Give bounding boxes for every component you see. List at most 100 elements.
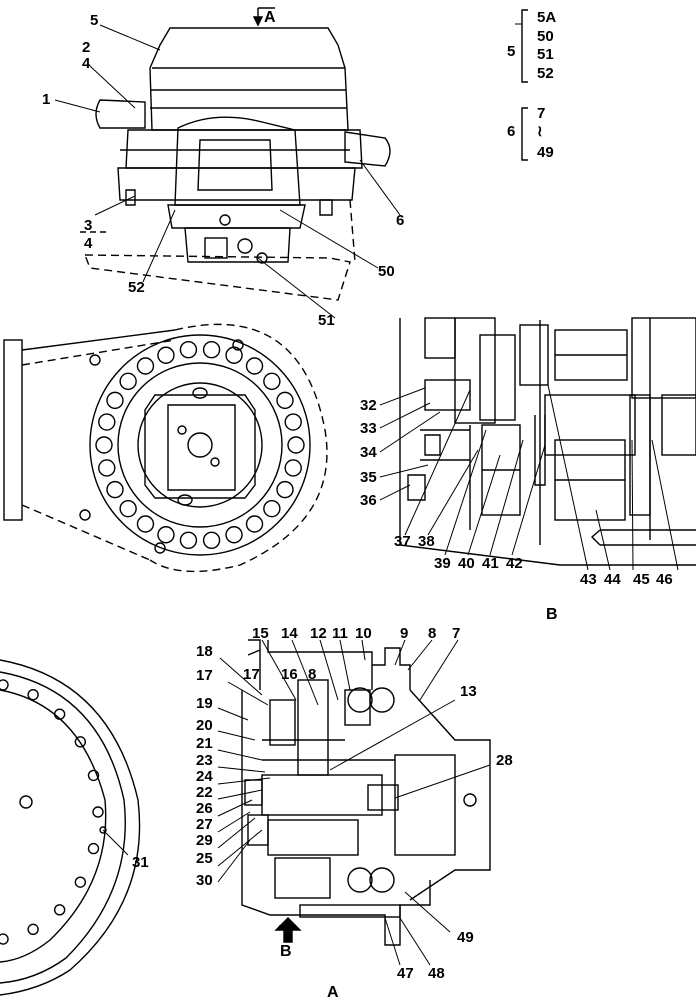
callout: 49 <box>457 929 474 946</box>
callout: 44 <box>604 571 621 588</box>
legend-group6-sep: ≀ <box>537 123 543 140</box>
callout: 39 <box>434 555 451 572</box>
callout: 51 <box>318 312 335 329</box>
callout: 41 <box>482 555 499 572</box>
callout: 40 <box>458 555 475 572</box>
callout: 8 <box>308 666 317 683</box>
bolt-icon <box>136 515 155 533</box>
bolt-icon <box>74 736 87 748</box>
view-a-marker: A <box>264 9 276 26</box>
leader-lines-top <box>54 23 522 319</box>
sprocket-bolt-circle <box>95 340 305 550</box>
callout: 38 <box>418 533 435 550</box>
callout: 50 <box>378 263 395 280</box>
callout: 24 <box>196 768 213 785</box>
bolt-icon <box>287 436 305 454</box>
legend-group6-to: 49 <box>537 144 554 161</box>
callout: 18 <box>196 643 213 660</box>
callout: 20 <box>196 717 213 734</box>
section-view-b <box>399 317 696 566</box>
legend-group6-number: 6 <box>507 123 516 140</box>
callout: 25 <box>196 850 213 867</box>
callout: 46 <box>656 571 673 588</box>
callout: 34 <box>360 444 377 461</box>
view-b-label: B <box>546 606 558 623</box>
callout: 23 <box>196 752 213 769</box>
legend-group5-number: 5 <box>507 43 516 60</box>
callout: 21 <box>196 735 213 752</box>
legend-group5-item: 5A <box>537 9 557 26</box>
bolt-icon <box>119 499 137 518</box>
callout: 7 <box>452 625 461 642</box>
bolt-icon <box>87 842 100 855</box>
bolt-icon <box>119 372 137 391</box>
callout: 30 <box>196 872 213 889</box>
callout: 2 <box>82 39 91 56</box>
callout: 22 <box>196 784 213 801</box>
callout: 13 <box>460 683 477 700</box>
callout: 29 <box>196 832 213 849</box>
callout: 8 <box>428 625 437 642</box>
leader-lines-b <box>379 384 679 571</box>
bolt-icon <box>179 531 198 550</box>
bolt-icon <box>263 372 281 391</box>
callout: 1 <box>42 91 51 108</box>
bolt-icon <box>53 708 66 720</box>
bolt-icon <box>95 436 113 454</box>
callout: 28 <box>496 752 513 769</box>
callout: 27 <box>196 816 213 833</box>
callout: 42 <box>506 555 523 572</box>
bolt-icon <box>284 413 302 431</box>
legend-group5-item: 51 <box>537 46 554 63</box>
callout: 17 <box>196 667 213 684</box>
bolt-icon <box>53 904 66 916</box>
callout: 43 <box>580 571 597 588</box>
bolt-icon <box>98 413 116 431</box>
view-a-label: A <box>327 984 339 1000</box>
legend-group5-item: 52 <box>537 65 554 82</box>
callout: 48 <box>428 965 445 982</box>
bolt-icon <box>157 346 175 364</box>
callout: 19 <box>196 695 213 712</box>
bolt-icon <box>276 480 294 499</box>
callout: 16 <box>281 666 298 683</box>
callout: 45 <box>633 571 650 588</box>
callout: 11 <box>332 625 348 642</box>
bolt-icon <box>202 340 221 359</box>
callout: 15 <box>252 625 269 642</box>
bolt-icon <box>87 769 100 782</box>
bolt-icon <box>202 531 221 550</box>
partial-sprocket-view <box>0 659 141 996</box>
bolt-icon <box>245 515 264 533</box>
callout: 6 <box>396 212 405 229</box>
legend-brackets <box>521 9 528 161</box>
bolt-icon <box>106 480 124 499</box>
callout: 3 <box>84 217 93 234</box>
bolt-icon <box>276 391 294 410</box>
callout: 52 <box>128 279 145 296</box>
bolt-icon <box>27 923 39 936</box>
bolt-icon <box>98 459 116 477</box>
bolt-icon <box>225 526 243 544</box>
arrow-b-label: B <box>280 943 292 960</box>
callout: 14 <box>281 625 298 642</box>
callout: 37 <box>394 533 411 550</box>
callout: 9 <box>400 625 409 642</box>
sprocket-view <box>3 323 328 573</box>
bolt-icon <box>74 876 87 888</box>
callout: 5 <box>90 12 99 29</box>
bolt-icon <box>157 526 175 544</box>
bolt-icon <box>106 391 124 410</box>
callout: 31 <box>132 854 149 871</box>
bolt-icon <box>225 346 243 364</box>
callout: 17 <box>243 666 260 683</box>
bolt-icon <box>92 806 104 818</box>
callout: 4 <box>84 235 93 252</box>
callout: 4 <box>82 55 91 72</box>
callout: 36 <box>360 492 377 509</box>
legend-group6-from: 7 <box>537 105 546 122</box>
section-view-a <box>241 639 491 946</box>
bolt-icon <box>284 459 302 477</box>
